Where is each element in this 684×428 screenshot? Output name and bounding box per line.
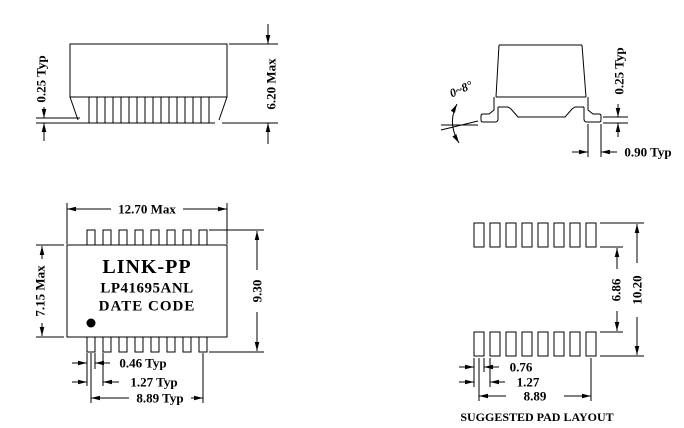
top-body-outline: [66, 244, 228, 338]
end-body-outline: [495, 44, 500, 98]
angle-arc: [450, 103, 460, 144]
pin: [168, 96, 178, 124]
pad-layout: [459, 222, 644, 401]
dim-label-overall-width: 12.70 Max: [118, 201, 176, 217]
pad: [473, 331, 485, 357]
pin: [118, 229, 128, 246]
pad: [489, 222, 501, 248]
pin: [152, 96, 162, 124]
pad: [473, 222, 485, 248]
body-bottom-recess: [498, 106, 584, 118]
pin: [134, 229, 144, 246]
dim-label-pad-width: 0.76: [509, 359, 533, 375]
side-skirt-left: [69, 96, 79, 121]
pads-upper: [473, 222, 597, 248]
end-body-outline: [581, 44, 587, 98]
pin: [166, 229, 176, 246]
dim-label-pin-pitch: 1.27 Typ: [130, 374, 178, 390]
pad: [505, 331, 517, 357]
dim-label-height: 6.20 Max: [263, 58, 279, 110]
dim-label-pin-span: 8.89 Typ: [136, 390, 184, 406]
pin: [200, 96, 210, 124]
dim-label-lead-thickness: 0.25 Typ: [611, 47, 627, 95]
pin: [182, 229, 192, 246]
pad: [585, 331, 597, 357]
pad: [553, 331, 565, 357]
side-view: [36, 24, 278, 144]
pad: [505, 222, 517, 248]
side-body-outline: [69, 43, 228, 98]
dim-label-standoff: 0.25 Typ: [33, 55, 49, 103]
top-pins-lower: [86, 336, 208, 353]
dim-label-pad-pitch: 1.27: [516, 374, 540, 390]
angle-ref-line: [440, 120, 479, 131]
side-pins: [88, 96, 210, 124]
end-view: [440, 44, 628, 157]
part-number: LP41695ANL: [100, 280, 194, 297]
pad: [521, 331, 533, 357]
pad: [569, 331, 581, 357]
part-date-code: DATE CODE: [98, 298, 196, 315]
pin: [86, 336, 96, 353]
pin: [182, 336, 192, 353]
pin: [198, 229, 208, 246]
dim-label-pin-width: 0.46 Typ: [119, 355, 167, 371]
part-brand: LINK-PP: [102, 256, 192, 278]
pin: [120, 96, 130, 124]
pin: [198, 336, 208, 353]
pad: [585, 222, 597, 248]
pad: [489, 331, 501, 357]
pin: [150, 229, 160, 246]
pin: [166, 336, 176, 353]
side-skirt-right: [218, 96, 228, 121]
pin: [184, 96, 194, 124]
pin: [102, 229, 112, 246]
pin: [86, 229, 96, 246]
dim-label-inner-gap: 6.86: [608, 278, 624, 302]
pad: [537, 331, 549, 357]
gullwing-lead-right: [583, 97, 602, 123]
dim-label-foot-length: 0.90 Typ: [624, 144, 672, 160]
gullwing-lead-left: [480, 97, 499, 123]
pin: [102, 336, 112, 353]
dim-label-overall-depth: 9.30: [249, 279, 265, 303]
pad: [537, 222, 549, 248]
dim-label-body-depth: 7.15 Max: [32, 265, 48, 317]
top-view: [36, 203, 264, 403]
pad: [569, 222, 581, 248]
dim-label-outer-span: 10.20: [629, 275, 645, 305]
pad: [553, 222, 565, 248]
dim-label-pad-span: 8.89: [523, 388, 547, 404]
pin: [134, 336, 144, 353]
pin: [88, 96, 98, 124]
pad: [521, 222, 533, 248]
top-pins-upper: [86, 229, 208, 246]
pin: [104, 96, 114, 124]
pin: [118, 336, 128, 353]
pin1-dot: [86, 318, 96, 328]
pad-layout-caption: SUGGESTED PAD LAYOUT: [460, 410, 614, 424]
pin: [136, 96, 146, 124]
pin: [150, 336, 160, 353]
pads-lower: [473, 331, 597, 357]
